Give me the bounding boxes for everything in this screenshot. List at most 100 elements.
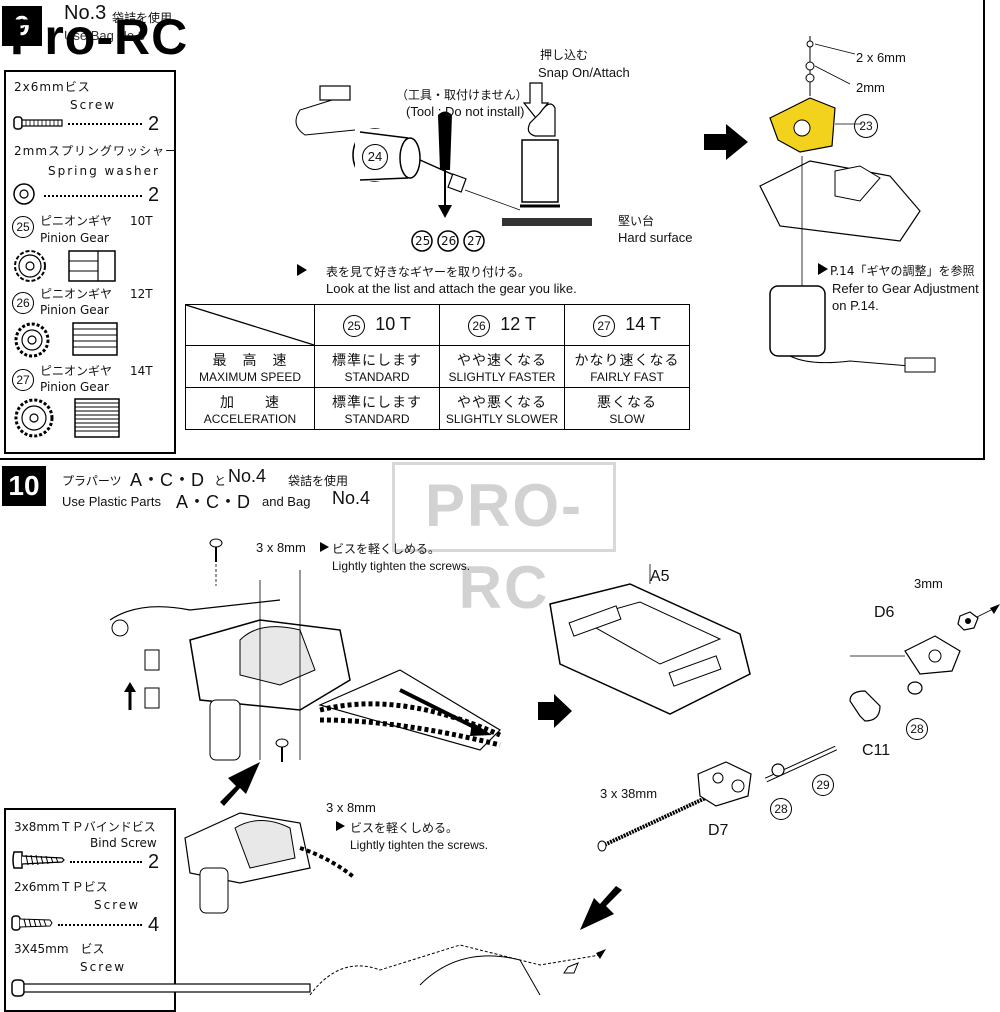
snap-jp: 押し込む [540, 48, 589, 62]
screw1-note-en: Lightly tighten the screws. [332, 559, 471, 573]
part-long-screw-jp: 3X45mm ビス [14, 942, 105, 956]
part-tp-screw-en: Screw [94, 898, 141, 912]
pinion-12t-teeth: 12T [130, 287, 153, 301]
d6-bracket-parts [849, 604, 1000, 722]
gear-num-25: 25 [415, 234, 431, 248]
direction-arrow-icon [220, 762, 260, 806]
watermark-center: PRO-RC [392, 462, 616, 621]
label-d7: D7 [708, 822, 729, 839]
step-10-title-en-mid: and Bag [262, 494, 311, 509]
table-header-10t: 25 10 T [314, 304, 440, 346]
part-screw-qty: 2 [148, 113, 160, 135]
label-d6: D6 [874, 604, 895, 621]
chassis-chain-illustration [109, 570, 502, 761]
part-washer-en: Spring washer [48, 164, 160, 178]
pinion-12t-en: Pinion Gear [40, 303, 109, 317]
pinion-gear-14t-icon [14, 398, 54, 438]
bullet-icon [336, 821, 345, 831]
step-10-title-jp-pre: プラパーツ [62, 474, 122, 488]
long-screw-d7-assembly [597, 761, 752, 852]
snap-en: Snap On/Attach [538, 65, 630, 80]
header-label: 10 T [375, 313, 411, 334]
hard-surface-en: Hard surface [618, 230, 693, 245]
step-9-title-bag: No.3 [64, 2, 107, 24]
hard-surface-jp: 堅い台 [618, 214, 655, 228]
bullet-icon [297, 264, 307, 276]
part-number-27: 27 [12, 369, 34, 391]
part-number-23: 23 [854, 114, 878, 138]
washer-icon [13, 183, 35, 205]
header-label: 14 T [625, 313, 661, 334]
label-long-screw: 3 x 38mm [600, 786, 658, 801]
table-corner-cell [185, 304, 315, 346]
screw-icon [209, 538, 223, 586]
step9-right-border [983, 0, 985, 458]
screw1-size: 3 x 8mm [256, 540, 306, 555]
step-10-number: 10 [2, 466, 46, 506]
part-washer-qty: 2 [148, 184, 160, 206]
motor-mount-closeup [184, 812, 357, 914]
watermark-logo: Pro-RC [10, 9, 189, 65]
step-9-number: 9 [2, 6, 42, 46]
step-10-title-bag: No.4 [228, 466, 267, 486]
part-number-25: 25 [12, 216, 34, 238]
bullet-icon [320, 542, 329, 552]
part-number-26: 26 [12, 292, 34, 314]
part-tp-screw-qty: 4 [148, 914, 160, 936]
pinion-gear-side-icon [74, 398, 120, 438]
gear-number-markers [411, 230, 485, 252]
part-screw-jp: 2x6mmビス [14, 80, 91, 94]
screw-icon [13, 116, 63, 130]
qty-leader [70, 861, 142, 863]
part-number-24: 24 [362, 144, 388, 170]
table-header-14t: 27 14 T [564, 304, 690, 346]
bind-screw-icon [12, 851, 65, 869]
pinion-12t-jp: ピニオンギヤ [40, 287, 113, 301]
direction-arrow-icon [704, 124, 748, 160]
gear-num-27: 27 [467, 234, 483, 248]
header-num: 25 [343, 314, 366, 337]
screw2-note-jp: ビスを軽くしめる。 [350, 821, 459, 835]
gear-adjust-ref-jp: P.14「ギヤの調整」を参照 [830, 264, 975, 278]
motor-mount-assembly [759, 36, 936, 373]
pinion-14t-en: Pinion Gear [40, 380, 109, 394]
part-number-29: 29 [812, 774, 834, 796]
pinion-gear-side-icon [68, 250, 116, 282]
qty-leader [44, 195, 142, 197]
part-number-28b: 28 [770, 798, 792, 820]
step-9-title-jp: 袋詰を使用 [112, 11, 173, 25]
step-10-title-jp-post: 袋詰を使用 [288, 474, 349, 488]
screw-icon [275, 738, 289, 762]
gear-num-26: 26 [441, 234, 457, 248]
section-divider [0, 458, 985, 460]
step-10-title-jp-mid: と [214, 474, 227, 488]
screw2-note-en: Lightly tighten the screws. [350, 838, 489, 852]
part-tp-screw-jp: 2x6mmＴＰビス [14, 880, 108, 894]
label-a5: A5 [650, 568, 670, 585]
snap-press-illustration [502, 82, 592, 226]
part-number-28a: 28 [906, 718, 928, 740]
step-9-title-en: Use Bag No.3 [64, 28, 145, 43]
step-10-title-parts: A・C・D [130, 470, 205, 490]
screw1-note-jp: ビスを軽くしめる。 [332, 542, 441, 556]
qty-leader [68, 123, 142, 125]
gear-list-instruction-en: Look at the list and attach the gear you… [326, 281, 577, 296]
pinion-14t-jp: ピニオンギヤ [40, 364, 113, 378]
step-10-title-en-parts: A・C・D [176, 492, 251, 512]
pinion-10t-jp: ピニオンギヤ [40, 214, 113, 228]
part-long-screw-en: Screw [80, 960, 127, 974]
tool-note-jp: （工具・取付けません） [396, 88, 528, 102]
part-screw-en: Screw [70, 98, 117, 112]
direction-arrow-icon [538, 694, 572, 728]
tool-note-en: (Tool ; Do not install) [406, 104, 525, 119]
pinion-10t-teeth: 10T [130, 214, 153, 228]
qty-leader [58, 924, 142, 926]
pinion-gear-12t-icon [14, 322, 50, 358]
